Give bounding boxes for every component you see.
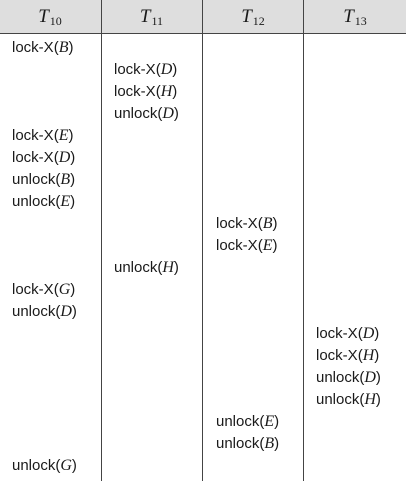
operation-name: lock-X: [316, 325, 358, 342]
lock-operation: lock-X(B): [216, 215, 278, 232]
lock-operation: lock-X(H): [316, 347, 380, 364]
column-header-subscript: 12: [252, 14, 265, 28]
data-item: B: [60, 171, 71, 188]
data-item: D: [364, 369, 376, 386]
operation-name: lock-X: [12, 39, 54, 56]
operation-name: lock-X: [216, 237, 258, 254]
operation-name: unlock: [12, 303, 56, 320]
operation-name: unlock: [12, 193, 56, 210]
data-item: E: [262, 237, 273, 254]
operation-name: unlock: [114, 259, 158, 276]
lock-operation: lock-X(H): [114, 83, 178, 100]
data-item: B: [58, 39, 69, 56]
operation-name: unlock: [316, 369, 360, 386]
data-item: G: [58, 281, 71, 298]
lock-operation: unlock(D): [114, 105, 179, 122]
data-item: H: [362, 347, 375, 364]
data-item: E: [58, 127, 69, 144]
data-item: D: [362, 325, 375, 342]
data-item: H: [162, 259, 174, 276]
operation-name: unlock: [12, 171, 56, 188]
lock-operation: unlock(H): [114, 259, 179, 276]
operation-name: lock-X: [114, 61, 156, 78]
header-divider: [0, 33, 406, 34]
lock-operation: unlock(G): [12, 457, 77, 474]
operation-name: unlock: [216, 435, 260, 452]
lock-operation: lock-X(E): [216, 237, 278, 254]
lock-operation: unlock(D): [12, 303, 77, 320]
column-header-name: T: [38, 5, 49, 27]
data-item: H: [160, 83, 173, 100]
lock-operation: unlock(B): [216, 435, 280, 452]
column-header-name: T: [343, 5, 354, 27]
operation-name: lock-X: [114, 83, 156, 100]
data-item: H: [364, 391, 376, 408]
lock-operation: unlock(E): [12, 193, 76, 210]
data-item: D: [162, 105, 174, 122]
column-header-subscript: 10: [49, 14, 62, 28]
column-divider: [303, 0, 304, 481]
table-header: [0, 0, 406, 33]
column-header-name: T: [241, 5, 252, 27]
data-item: E: [60, 193, 71, 210]
column-header-name: T: [139, 5, 151, 27]
data-item: E: [264, 413, 275, 430]
lock-operation: unlock(E): [216, 413, 280, 430]
operation-name: unlock: [12, 457, 56, 474]
column-header-subscript: 13: [354, 14, 367, 28]
operation-name: lock-X: [12, 281, 54, 298]
operation-name: unlock: [216, 413, 260, 430]
operation-name: lock-X: [316, 347, 358, 364]
data-item: B: [264, 435, 275, 452]
column-header-subscript: 11: [151, 14, 164, 28]
column-divider: [101, 0, 102, 481]
data-item: D: [58, 149, 71, 166]
data-item: G: [60, 457, 72, 474]
data-item: D: [160, 61, 173, 78]
lock-operation: lock-X(D): [316, 325, 380, 342]
data-item: B: [262, 215, 273, 232]
lock-operation: unlock(B): [12, 171, 76, 188]
data-item: D: [60, 303, 72, 320]
lock-operation: lock-X(G): [12, 281, 76, 298]
operation-name: lock-X: [12, 127, 54, 144]
lock-operation: unlock(D): [316, 369, 381, 386]
lock-operation: lock-X(B): [12, 39, 74, 56]
lock-operation: lock-X(D): [12, 149, 76, 166]
operation-name: unlock: [316, 391, 360, 408]
lock-operation: lock-X(E): [12, 127, 74, 144]
operation-name: lock-X: [12, 149, 54, 166]
operation-name: lock-X: [216, 215, 258, 232]
operation-name: unlock: [114, 105, 158, 122]
column-divider: [202, 0, 203, 481]
lock-operation: unlock(H): [316, 391, 381, 408]
lock-operation: lock-X(D): [114, 61, 178, 78]
